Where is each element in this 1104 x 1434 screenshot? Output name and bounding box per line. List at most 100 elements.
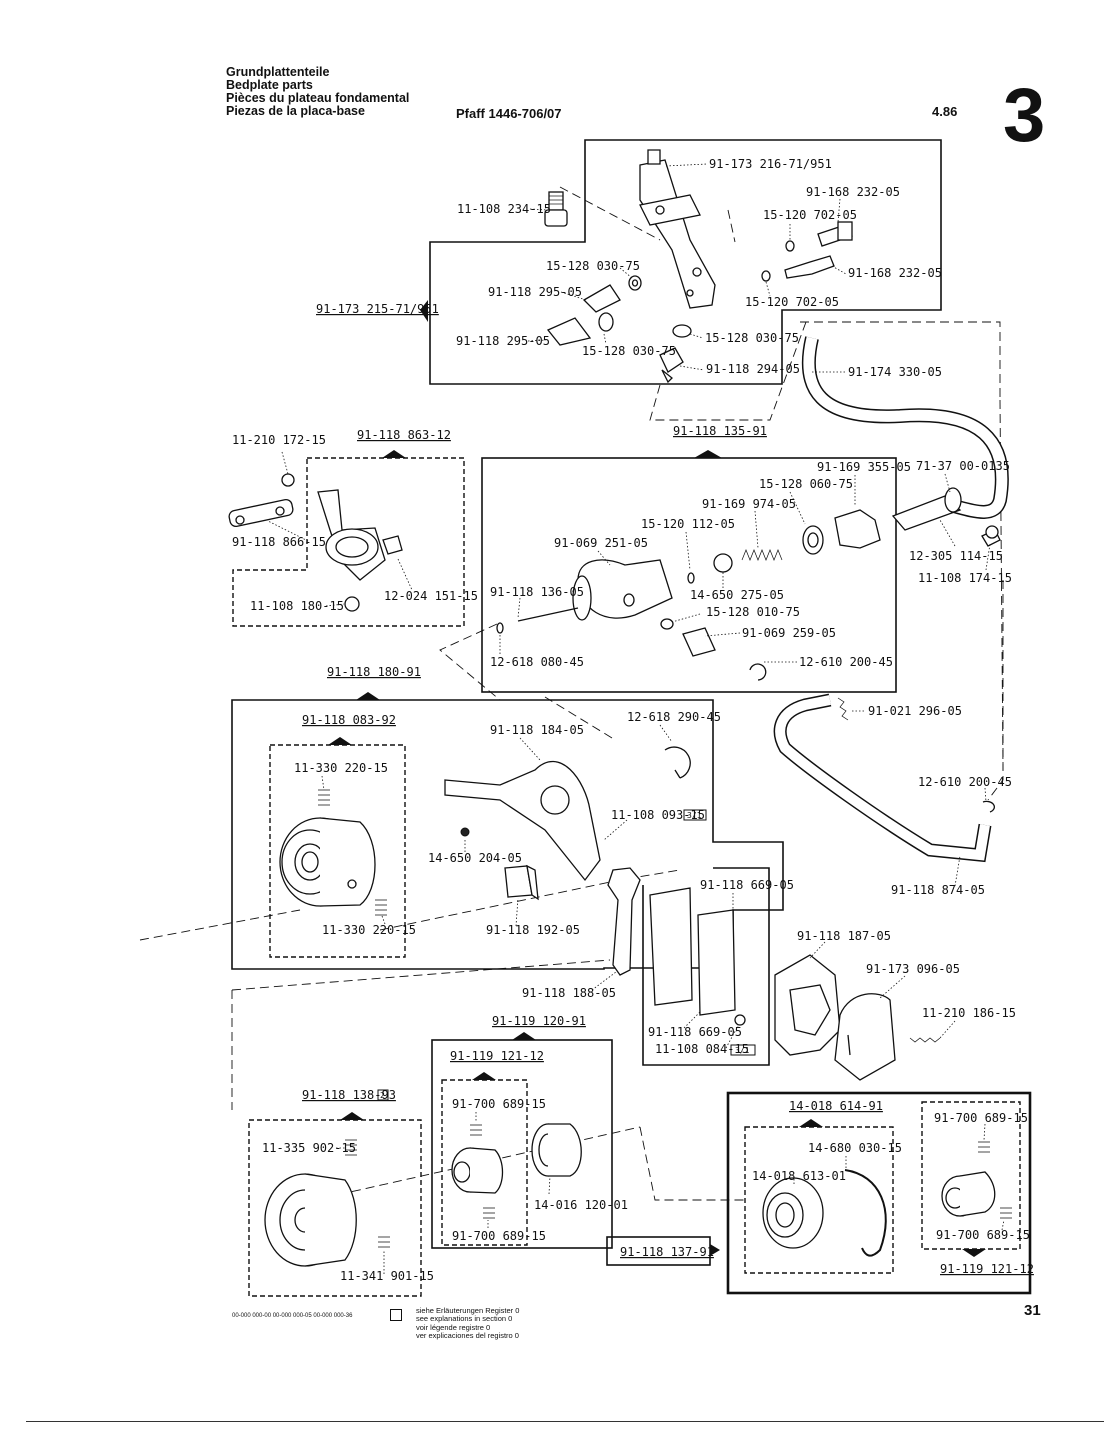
part-label: 11-108 084-15 [655, 1042, 749, 1056]
frame-bracket-assembly [232, 457, 465, 627]
elbow-tube-drawing [749, 663, 995, 863]
frame-valve-assembly [481, 457, 897, 693]
part-label: 91-700 689-15 [934, 1111, 1028, 1125]
frame-bearing-set-outer [726, 1091, 1032, 1295]
assembly-label-121-12-b: 91-119 121-12 [940, 1262, 1034, 1276]
pointer-triangle [420, 300, 428, 322]
part-label: 15-120 702-05 [745, 295, 839, 309]
tag-138: 2 [380, 1091, 385, 1100]
pointer-triangle [356, 692, 380, 700]
part-label: 91-118 192-05 [486, 923, 580, 937]
pointer-triangle [799, 1119, 823, 1127]
valve-drawing [496, 487, 1001, 657]
part-label: 91-118 874-05 [891, 883, 985, 897]
footer-codes: 00-000 000-00 00-000 000-05 00-000 000-3… [232, 1313, 353, 1319]
part-label: 15-128 030-75 [582, 344, 676, 358]
collar-drawing-a [451, 1124, 504, 1219]
tag-box [730, 1044, 756, 1056]
part-label: 91-173 216-71/951 [709, 157, 832, 171]
legend-line: siehe Erläuterungen Register 0 [416, 1306, 520, 1315]
assembly-label-614-91: 14-018 614-91 [789, 1099, 883, 1113]
pointer-triangle [328, 737, 352, 745]
part-label: 15-120 112-05 [641, 517, 735, 531]
section-number: 3 [1003, 73, 1046, 158]
part-label: 12-024 151-15 [384, 589, 478, 603]
edition-date: 4.86 [932, 104, 958, 119]
part-label: 91-069 259-05 [742, 626, 836, 640]
bottom-rule [26, 1421, 1104, 1422]
page-title-block: Grundplattenteile Bedplate parts Pièces … [226, 66, 409, 118]
pointer-triangle [710, 1244, 720, 1256]
frame-top-assembly [429, 139, 942, 385]
tag-093: 3/1 [687, 811, 702, 820]
title-german: Grundplattenteile [226, 65, 330, 79]
frame-plate-assembly [642, 867, 770, 1066]
pointer-triangle [694, 450, 722, 458]
part-label: 14-018 613-01 [752, 1169, 846, 1183]
part-label: 11-341 901-15 [340, 1269, 434, 1283]
legend-line: voir légende registre 0 [416, 1322, 491, 1332]
pulley-drawing [279, 789, 387, 916]
part-label: 91-118 295-05 [488, 285, 582, 299]
frame-bearing-assembly [431, 1039, 613, 1249]
part-label: 91-118 184-05 [490, 723, 584, 737]
part-label: 11-330 220-15 [322, 923, 416, 937]
assembly-label-863-12: 91-118 863-12 [357, 428, 451, 442]
assembly-label-135-91: 91-118 135-91 [673, 424, 767, 438]
assembly-label-137-91: 91-118 137-91 [620, 1245, 714, 1259]
part-label: 12-610 200-45 [799, 655, 893, 669]
leader-lines [267, 163, 1005, 1274]
title-english: Bedplate parts [226, 78, 313, 92]
part-label: 11-210 186-15 [922, 1006, 1016, 1020]
bracket-arm-drawing [639, 149, 716, 309]
assembly-label-180-91: 91-118 180-91 [327, 665, 421, 679]
tube-drawing [801, 336, 1009, 519]
part-label: 15-128 010-75 [706, 605, 800, 619]
part-label: 91-700 689-15 [936, 1228, 1030, 1242]
part-label: 14-650 204-05 [428, 851, 522, 865]
part-label: 91-118 669-05 [700, 878, 794, 892]
tag-box [683, 809, 707, 821]
part-label: 11-108 234-15 [457, 202, 551, 216]
part-label: 15-128 030-75 [705, 331, 799, 345]
part-label: 11-335 902-15 [262, 1141, 356, 1155]
part-label: 91-168 232-05 [806, 185, 900, 199]
part-label: 12-618 290-45 [627, 710, 721, 724]
legend-box-icon [390, 1309, 402, 1321]
part-label: 15-120 702-05 [763, 208, 857, 222]
part-label: 91-169 974-05 [702, 497, 796, 511]
part-label: 12-618 080-45 [490, 655, 584, 669]
tag-084: 3/1 [735, 1046, 750, 1055]
part-label: 91-700 689-15 [452, 1229, 546, 1243]
guide-plates-drawing [649, 887, 746, 1026]
cover-plates-drawing [774, 954, 941, 1081]
assembly-label-120-91: 91-119 120-91 [492, 1014, 586, 1028]
assembly-label-138-93: 91-118 138-93 [302, 1088, 396, 1102]
part-label: 91-118 188-05 [522, 986, 616, 1000]
part-label: 14-680 030-15 [808, 1141, 902, 1155]
legend-line: ver explicaciones del registro 0 [416, 1331, 519, 1341]
part-label: 91-021 296-05 [868, 704, 962, 718]
pointer-triangle [340, 1112, 364, 1120]
pointer-triangle [962, 1249, 986, 1257]
part-label: 91-118 866-15 [232, 535, 326, 549]
machine-model: Pfaff 1446-706/07 [456, 106, 562, 121]
pointer-triangle [382, 450, 406, 458]
part-label: 15-128 030-75 [546, 259, 640, 273]
nozzle-drawings [546, 221, 853, 384]
part-label: 11-210 172-15 [232, 433, 326, 447]
part-label: 91-118 136-05 [490, 585, 584, 599]
part-label: 12-610 200-45 [918, 775, 1012, 789]
assembly-label-121-12-a: 91-119 121-12 [450, 1049, 544, 1063]
part-label: 71-37 00-0135 [916, 459, 1010, 473]
part-label: 91-173 096-05 [866, 962, 960, 976]
part-label: 91-168 232-05 [848, 266, 942, 280]
part-label: 14-016 120-01 [534, 1198, 628, 1212]
part-label: 91-118 295-05 [456, 334, 550, 348]
part-label: 11-108 174-15 [918, 571, 1012, 585]
part-label: 11-108 180-15 [250, 599, 344, 613]
pointer-triangle [472, 1072, 496, 1080]
part-label: 91-700 689-15 [452, 1097, 546, 1111]
part-label: 11-330 220-15 [294, 761, 388, 775]
clamp-bracket-drawing [228, 473, 403, 612]
